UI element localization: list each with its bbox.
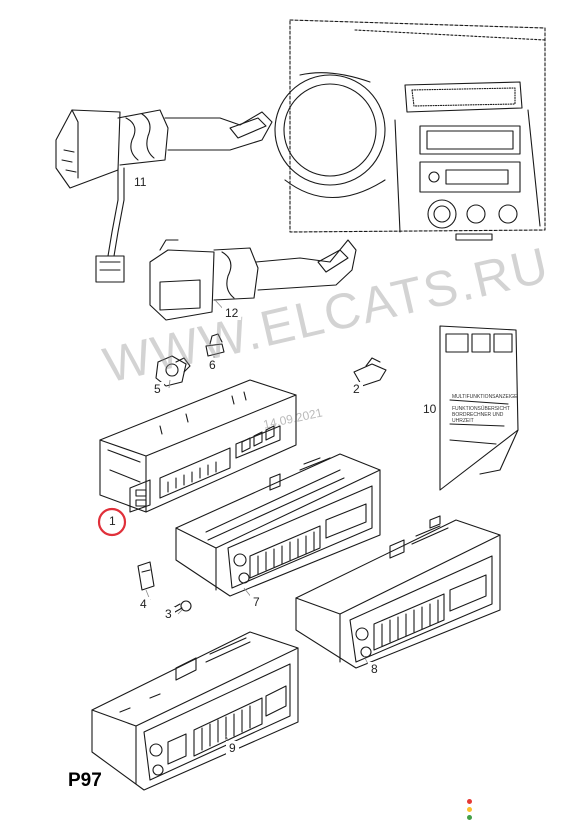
status-dot-yellow (467, 807, 472, 812)
callout-3: 3 (162, 607, 175, 621)
callout-11: 11 (131, 175, 150, 189)
callout-8: 8 (368, 662, 381, 676)
label-card-heading: MULTIFUNKTIONSANZEIGE (452, 394, 518, 400)
turn-signal-switch (55, 109, 273, 283)
highlight-circle (97, 507, 127, 537)
wiper-switch (149, 239, 357, 321)
display-unit-top (99, 379, 297, 513)
callout-7: 7 (250, 595, 263, 609)
callout-12: 12 (222, 306, 242, 320)
label-card-line: UHRZEIT (452, 418, 474, 424)
callout-2: 2 (350, 382, 363, 396)
bulb-holder (155, 355, 191, 387)
bulb (205, 333, 225, 357)
status-dot-green (467, 815, 472, 820)
label-card-line: FUNKTIONSÜBERSICHT (452, 405, 510, 412)
callout-1: 1 (106, 514, 119, 528)
instruction-label-card (439, 325, 519, 491)
label-card-line: BORDRECHNER UND (452, 412, 504, 418)
dashboard-inset (274, 19, 546, 241)
callout-6: 6 (206, 358, 219, 372)
callout-9: 9 (226, 741, 239, 755)
status-dot-red (467, 799, 472, 804)
page-code: P97 (68, 770, 102, 791)
bracket (137, 561, 155, 591)
display-unit-8 (295, 515, 501, 669)
callout-10: 10 (420, 402, 440, 416)
display-unit-7 (175, 453, 381, 597)
display-unit-9 (91, 631, 299, 791)
callout-4: 4 (137, 597, 150, 611)
callout-5: 5 (151, 382, 164, 396)
